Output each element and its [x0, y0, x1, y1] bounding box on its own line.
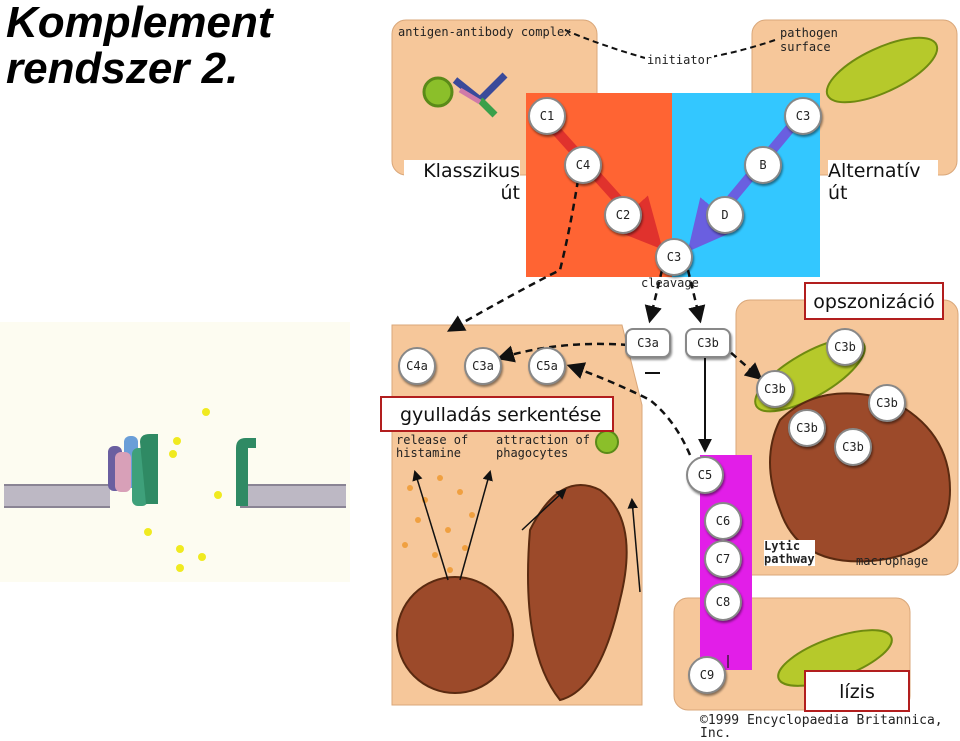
initiator-label: initiator	[645, 53, 715, 67]
node-c9: C9	[688, 656, 726, 694]
title-line-1: Komplement	[6, 0, 273, 47]
membrane-attack-complex-icon	[108, 408, 256, 572]
node-c6: C6	[704, 502, 742, 540]
node-opz-c3b-1: C3b	[826, 328, 864, 366]
histamine-label: release of histamine	[396, 433, 469, 460]
phagocytes-label: attraction of phagocytes	[496, 434, 590, 460]
node-b: B	[744, 146, 782, 184]
lytic-pathway-label: Lytic pathway	[764, 540, 815, 566]
histamine-line-1: release of	[396, 433, 469, 447]
node-opz-c3b-4: C3b	[788, 409, 826, 447]
node-d: D	[706, 196, 744, 234]
node-opz-c3b-2: C3b	[756, 370, 794, 408]
opsonization-box: opszonizáció	[804, 282, 944, 320]
histamine-line-2: histamine	[396, 446, 462, 460]
node-opz-c3b-3: C3b	[868, 384, 906, 422]
pathogen-surface-text: pathogen surface	[780, 26, 838, 54]
node-c3b-small: C3b	[685, 328, 731, 358]
node-opz-c3b-5: C3b	[834, 428, 872, 466]
classical-pathway-label: Klasszikus út	[404, 160, 520, 204]
lytic-line-1: Lytic	[764, 539, 801, 553]
node-c5: C5	[686, 456, 724, 494]
node-c4: C4	[564, 146, 602, 184]
cell-membrane-left	[4, 484, 110, 508]
phagocytes-line-1: attraction of	[496, 433, 590, 447]
alternative-line-2: út	[828, 182, 848, 204]
node-c5a: C5a	[528, 347, 566, 385]
node-c7: C7	[704, 540, 742, 578]
node-c1: C1	[528, 97, 566, 135]
copyright: ©1999 Encyclopaedia Britannica, Inc.	[700, 713, 943, 741]
node-c2: C2	[604, 196, 642, 234]
node-c4a: C4a	[398, 347, 436, 385]
classical-line-2: út	[500, 182, 521, 204]
title-line-2: rendszer 2.	[6, 44, 239, 93]
page-title: Komplement rendszer 2.	[6, 0, 272, 92]
lysis-box: lízis	[804, 670, 910, 712]
alternative-pathway-label: Alternatív út	[828, 160, 938, 204]
alternative-line-1: Alternatív	[828, 160, 921, 182]
cleavage-label: cleavage	[641, 276, 699, 290]
antigen-antibody-label: antigen-antibody complex	[398, 25, 572, 39]
node-c3a: C3a	[464, 347, 502, 385]
classical-line-1: Klasszikus	[423, 160, 520, 182]
node-c3-center: C3	[655, 238, 693, 276]
inflammation-box: gyulladás serkentése	[380, 396, 614, 432]
node-c3-alt: C3	[784, 97, 822, 135]
cell-membrane-right	[240, 484, 346, 508]
pathogen-surface-label: pathogen surface	[780, 26, 850, 54]
macrophage-label: macrophage	[856, 554, 929, 568]
lytic-line-2: pathway	[764, 552, 815, 566]
node-c3a-small: C3a	[625, 328, 671, 358]
node-c8: C8	[704, 583, 742, 621]
phagocytes-line-2: phagocytes	[496, 446, 569, 460]
membrane-animation	[0, 322, 350, 582]
